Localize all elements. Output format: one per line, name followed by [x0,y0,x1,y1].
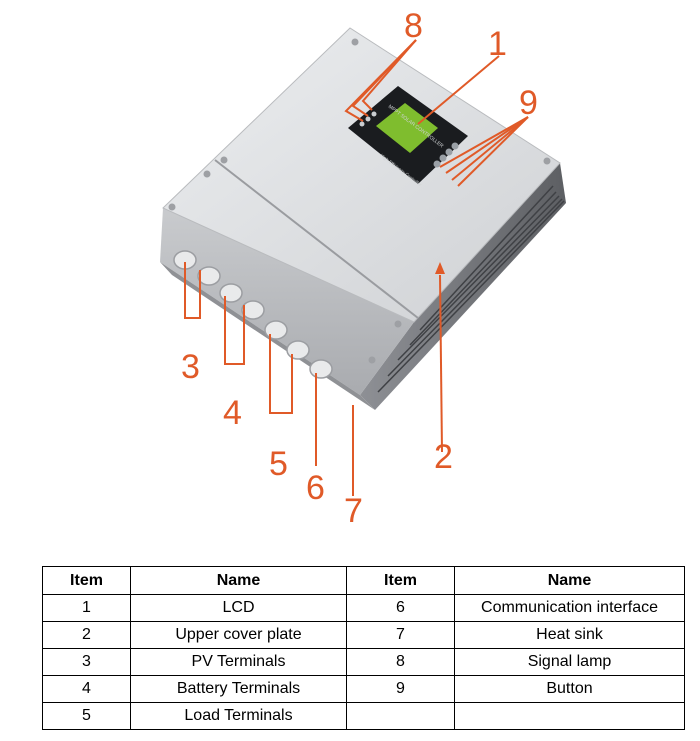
callout-6: 6 [306,469,325,507]
cell-item [346,702,455,730]
cell-name: Load Terminals [130,702,347,730]
heat-sink [360,163,566,410]
cell-item: 2 [42,621,131,649]
callout-3: 3 [181,348,200,386]
table-row: 1 LCD 6 Communication interface [42,594,685,622]
controller-diagram: MPPT SOLAR CONTROLLER High Efficiency Co… [160,7,566,530]
item-table: Item Name Item Name 1 LCD 6 Communicatio… [42,566,685,730]
upper-cover-plate [162,27,561,323]
callout-8: 8 [404,7,423,45]
header-item-b: Item [346,566,455,595]
front-panel [160,208,414,395]
cover-seam [214,159,419,319]
terminal-glands [173,250,333,379]
header-name-b: Name [454,566,685,595]
callout-5: 5 [269,445,288,483]
cell-item: 8 [346,648,455,676]
cell-name: Button [454,675,685,703]
callout-1: 1 [488,25,507,63]
cell-item: 9 [346,675,455,703]
table-row: 5 Load Terminals [42,702,685,730]
table-row: 4 Battery Terminals 9 Button [42,675,685,703]
cell-name [454,702,685,730]
cell-name: Signal lamp [454,648,685,676]
header-name-a: Name [130,566,347,595]
cell-name: Communication interface [454,594,685,622]
cell-item: 7 [346,621,455,649]
table-row: 2 Upper cover plate 7 Heat sink [42,621,685,649]
screws [168,38,551,364]
cell-name: Heat sink [454,621,685,649]
callout-4: 4 [223,394,242,432]
cell-item: 4 [42,675,131,703]
cell-name: Battery Terminals [130,675,347,703]
signal-lamps [359,111,377,127]
callout-7: 7 [344,492,363,530]
cell-name: LCD [130,594,347,622]
leader-lines [184,39,529,496]
lcd-screen [376,103,438,153]
callout-9: 9 [519,84,538,122]
callout-2: 2 [434,438,453,476]
header-item-a: Item [42,566,131,595]
cell-name: PV Terminals [130,648,347,676]
cell-item: 3 [42,648,131,676]
table-row: 3 PV Terminals 8 Signal lamp [42,648,685,676]
buttons [433,142,459,168]
cell-name: Upper cover plate [130,621,347,649]
table-header-row: Item Name Item Name [42,566,685,595]
cell-item: 1 [42,594,131,622]
cell-item: 5 [42,702,131,730]
cell-item: 6 [346,594,455,622]
